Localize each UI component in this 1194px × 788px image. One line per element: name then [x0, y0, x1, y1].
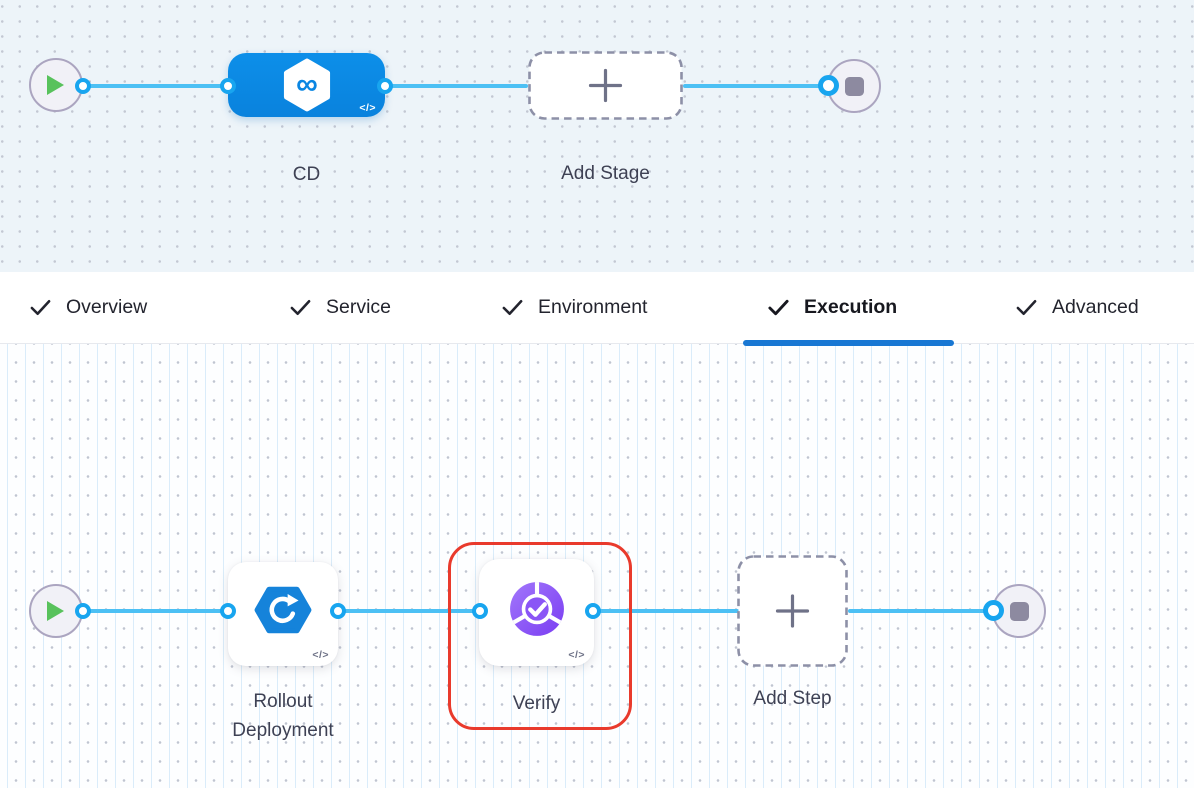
- execution-start-node[interactable]: [29, 584, 83, 638]
- connector-port[interactable]: [220, 603, 236, 619]
- connector-port[interactable]: [220, 78, 236, 94]
- active-tab-indicator: [743, 340, 954, 346]
- edge-stage-to-addstage: [385, 84, 528, 88]
- code-view-icon[interactable]: </>: [359, 102, 376, 114]
- step-node-verify[interactable]: </>: [479, 559, 594, 666]
- infinity-glyph: ∞: [296, 68, 318, 101]
- check-icon: [502, 299, 523, 316]
- edge-verify-to-addstep: [595, 609, 739, 613]
- check-icon: [1016, 299, 1037, 316]
- check-icon: [30, 299, 51, 316]
- connector-port[interactable]: [75, 603, 91, 619]
- pipeline-start-node[interactable]: [29, 58, 83, 112]
- add-step-button[interactable]: [737, 555, 848, 672]
- tab-service[interactable]: Service: [289, 272, 391, 343]
- verify-highlight-outline: [448, 542, 632, 730]
- execution-canvas[interactable]: </> Rollout Deployment </>: [0, 344, 1194, 788]
- stop-icon: [844, 76, 864, 96]
- code-view-icon[interactable]: </>: [312, 649, 329, 661]
- edge-addstep-to-end: [848, 609, 990, 613]
- cd-hexagon-icon: ∞: [283, 58, 330, 112]
- step-label-verify: Verify: [512, 693, 561, 714]
- plus-icon: [588, 68, 623, 103]
- stage-node-cd[interactable]: ∞ </>: [228, 53, 385, 117]
- edge-rollout-to-verify: [340, 609, 480, 613]
- stop-icon: [1009, 601, 1029, 621]
- check-icon: [768, 299, 789, 316]
- rollout-hexagon-icon: [254, 586, 312, 634]
- step-node-rollout-deployment[interactable]: </>: [228, 562, 338, 666]
- add-stage-label: Add Stage: [561, 163, 650, 184]
- step-label-rollout-deployment: Rollout Deployment: [232, 691, 334, 741]
- code-view-icon[interactable]: </>: [568, 649, 585, 661]
- add-stage-button[interactable]: [528, 51, 683, 125]
- plus-icon: [775, 594, 810, 628]
- tab-environment[interactable]: Environment: [501, 272, 647, 343]
- stage-label: CD: [292, 164, 321, 185]
- edge-addstage-to-end: [683, 84, 824, 88]
- play-icon: [47, 601, 64, 621]
- check-icon: [290, 299, 311, 316]
- tab-overview[interactable]: Overview: [29, 272, 147, 343]
- connector-port[interactable]: [75, 78, 91, 94]
- connector-port[interactable]: [472, 603, 488, 619]
- play-icon: [47, 75, 64, 95]
- edge-start-to-stage: [88, 84, 229, 88]
- connector-port[interactable]: [585, 603, 601, 619]
- tab-advanced[interactable]: Advanced: [1015, 272, 1139, 343]
- connector-port[interactable]: [330, 603, 346, 619]
- stage-config-tabbar: Overview Service Environment Execution A…: [0, 272, 1194, 346]
- add-step-label: Add Step: [753, 688, 832, 709]
- verify-donut-icon: [509, 581, 564, 636]
- connector-port-end[interactable]: [818, 75, 839, 96]
- connector-port-end[interactable]: [983, 600, 1004, 621]
- stage-canvas[interactable]: ∞ </> CD Add Stage: [0, 0, 1194, 272]
- edge-start-to-rollout: [88, 609, 228, 613]
- tab-execution[interactable]: Execution: [767, 272, 897, 343]
- connector-port[interactable]: [377, 78, 393, 94]
